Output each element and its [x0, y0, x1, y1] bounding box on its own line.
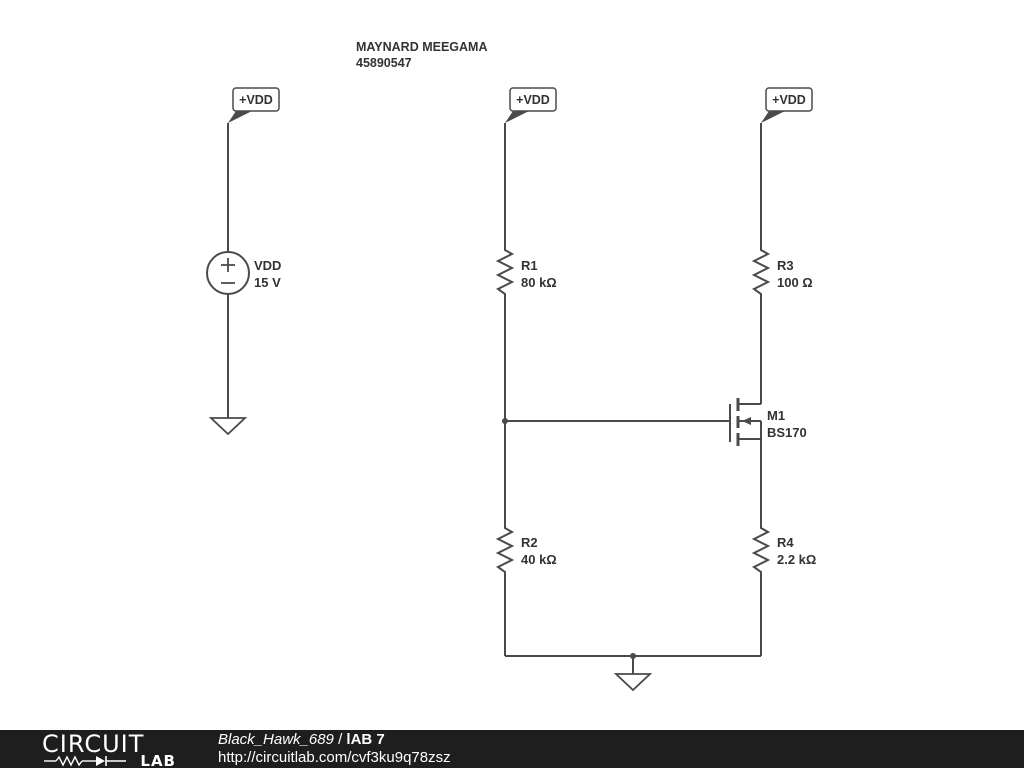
vdd-rail-flag-1[interactable]: +VDD: [228, 87, 280, 123]
path-separator: /: [333, 731, 347, 748]
schematic-canvas: MAYNARD MEEGAMA 45890547 +VDD +VDD +VDD: [206, 40, 816, 692]
junction-ground-node: [630, 653, 636, 659]
logo-text-circuit: CIRCUIT: [42, 730, 145, 758]
r2-name: R2: [521, 535, 538, 550]
project-title-line: Black_Hawk_689 / lAB 7: [218, 731, 385, 749]
author-link[interactable]: Black_Hawk_689: [218, 731, 334, 748]
m1-value: BS170: [767, 425, 807, 440]
resistor-r4[interactable]: [751, 524, 771, 576]
resistor-r1[interactable]: [495, 246, 515, 298]
vdd-source-name: VDD: [254, 258, 281, 273]
resistor-r3[interactable]: [751, 246, 771, 298]
resistor-diode-glyph-icon: [44, 755, 126, 767]
author-name: MAYNARD MEEGAMA: [356, 40, 488, 54]
vdd-rail-label-1: +VDD: [239, 93, 273, 107]
r1-name: R1: [521, 258, 538, 273]
r1-value: 80 kΩ: [521, 275, 557, 290]
project-name[interactable]: lAB 7: [346, 731, 385, 748]
r4-name: R4: [777, 535, 794, 550]
vdd-rail-label-3: +VDD: [772, 93, 806, 107]
junction-gate-node: [502, 418, 508, 424]
footer-bar: CIRCUIT LAB Black_Hawk_689 / lAB 7 http:…: [0, 730, 1024, 770]
r4-value: 2.2 kΩ: [777, 552, 816, 567]
logo-text-lab: LAB: [140, 752, 176, 770]
ground-symbol-circuit[interactable]: [613, 673, 653, 692]
mosfet-m1[interactable]: [729, 398, 762, 446]
voltage-source-vdd[interactable]: [206, 251, 250, 295]
r3-name: R3: [777, 258, 794, 273]
circuitlab-logo[interactable]: CIRCUIT LAB: [42, 730, 176, 770]
r3-value: 100 Ω: [777, 275, 813, 290]
vdd-rail-label-2: +VDD: [516, 93, 550, 107]
wires: [227, 123, 762, 674]
vdd-rail-flag-3[interactable]: +VDD: [761, 87, 813, 123]
vdd-rail-flag-2[interactable]: +VDD: [505, 87, 557, 123]
logo-bottom-row: LAB: [42, 752, 176, 770]
resistor-r2[interactable]: [495, 524, 515, 576]
m1-name: M1: [767, 408, 785, 423]
ground-symbol-source[interactable]: [208, 417, 248, 436]
student-id: 45890547: [356, 56, 412, 70]
r2-value: 40 kΩ: [521, 552, 557, 567]
project-url[interactable]: http://circuitlab.com/cvf3ku9q78zsz: [218, 749, 451, 766]
vdd-source-value: 15 V: [254, 275, 281, 290]
